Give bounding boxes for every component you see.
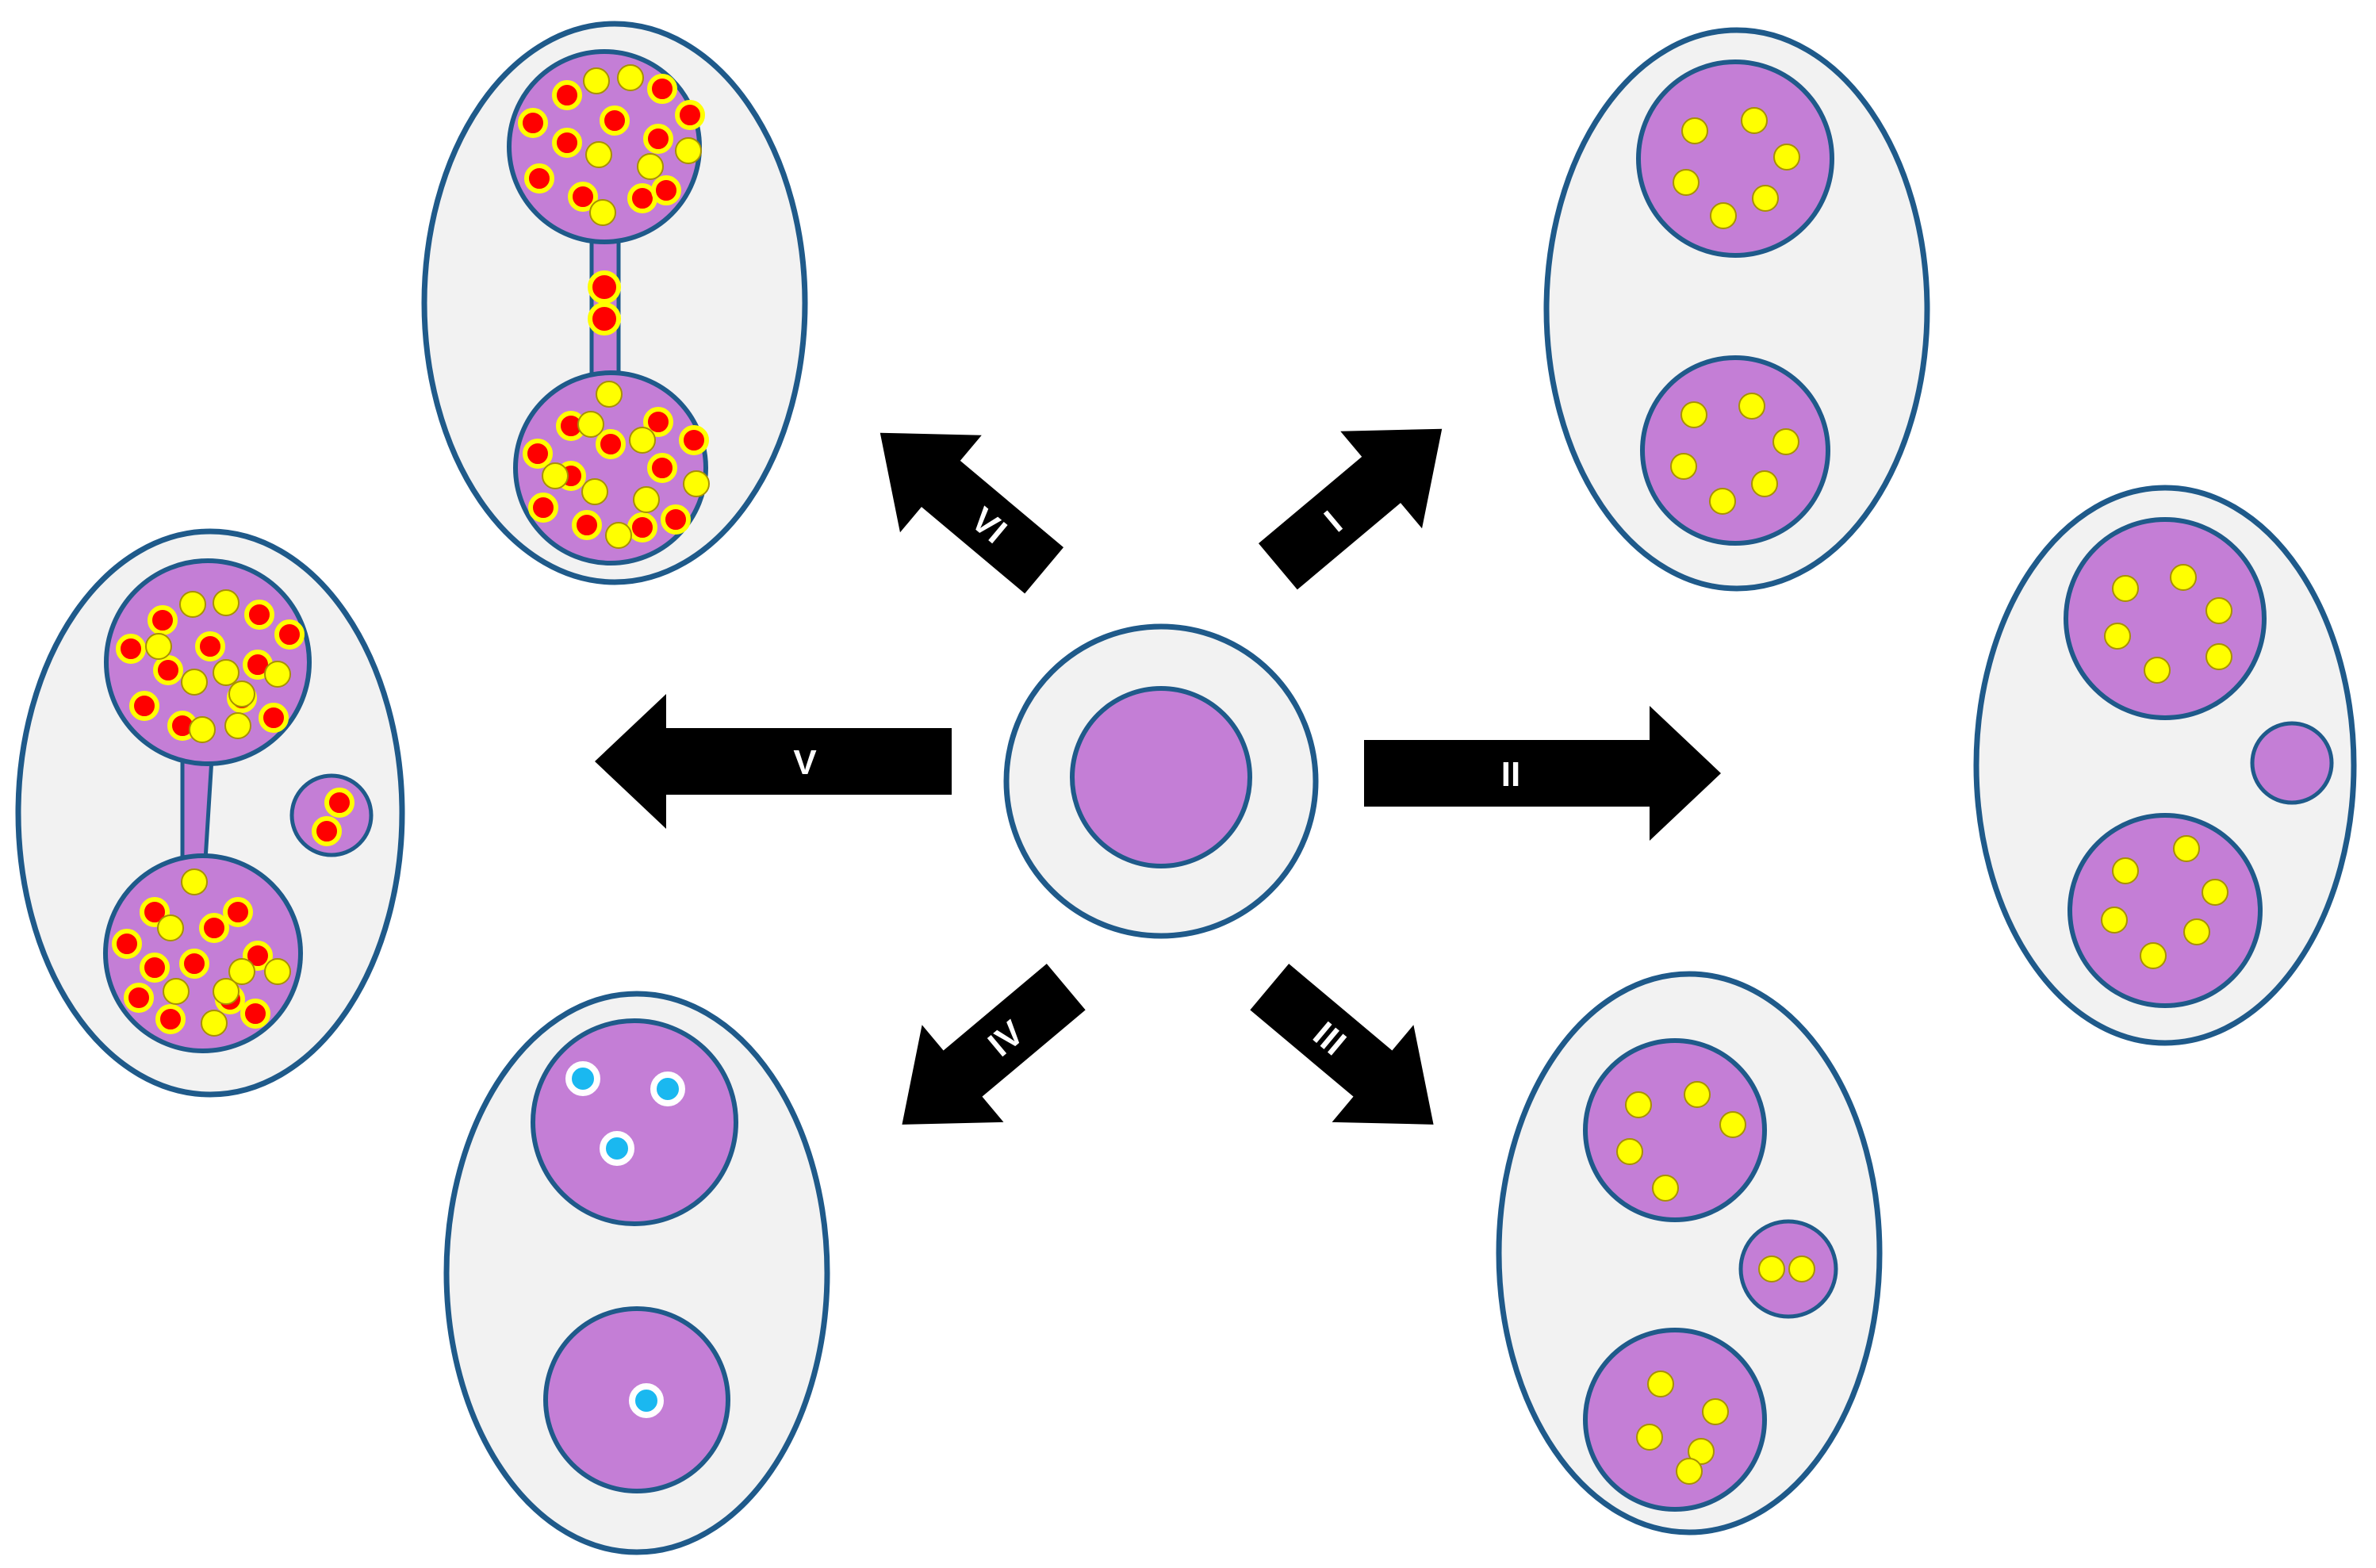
arrow-label-II: II bbox=[1501, 755, 1520, 794]
yellow-granules bbox=[542, 64, 710, 549]
arrow-label-V: V bbox=[793, 743, 817, 782]
central-cell bbox=[1003, 623, 1319, 939]
cell-outcome-IV bbox=[443, 991, 830, 1555]
yellow-granules bbox=[145, 589, 291, 1037]
daughter-nucleus bbox=[1583, 1328, 1767, 1512]
arrow-II: II bbox=[1364, 706, 1721, 841]
yellow-granules bbox=[1616, 1081, 1815, 1485]
arrow-I: I bbox=[1258, 428, 1443, 590]
cell-outcome-V bbox=[15, 528, 405, 1098]
daughter-nucleus bbox=[2064, 517, 2267, 720]
yellow-granules bbox=[1670, 107, 1800, 515]
micronucleus bbox=[2250, 721, 2334, 805]
red-granules bbox=[112, 600, 354, 1034]
arrow-V: V bbox=[595, 694, 952, 829]
central-nucleus bbox=[1070, 686, 1252, 868]
daughter-nucleus bbox=[1583, 1038, 1767, 1222]
cell-outcome-III bbox=[1496, 971, 1883, 1535]
arrow-VI: VI bbox=[880, 432, 1064, 594]
daughter-nucleus bbox=[1640, 355, 1830, 546]
cell-outcome-II bbox=[1973, 485, 2357, 1046]
cell-outcome-VI bbox=[421, 21, 808, 585]
daughter-nucleus bbox=[531, 1018, 738, 1226]
red-granules bbox=[518, 74, 709, 542]
cyan-granules bbox=[565, 1061, 685, 1418]
cell-outcome-I bbox=[1543, 27, 1930, 592]
daughter-nucleus bbox=[2068, 813, 2263, 1008]
yellow-granules bbox=[2101, 564, 2232, 969]
daughter-nucleus bbox=[1636, 59, 1834, 258]
arrow-IV: IV bbox=[902, 964, 1086, 1125]
arrow-III: III bbox=[1250, 964, 1434, 1125]
